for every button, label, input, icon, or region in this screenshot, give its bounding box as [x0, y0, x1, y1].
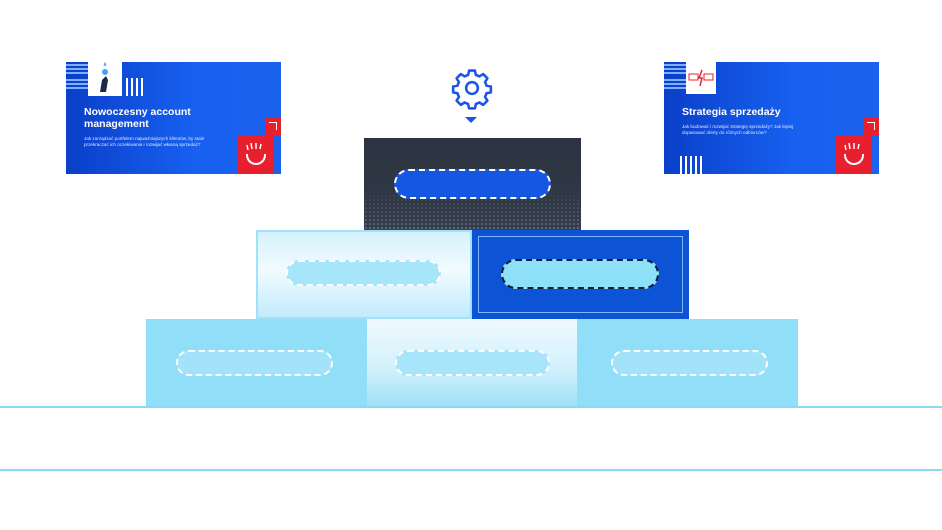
- decor-stripes: [66, 79, 88, 91]
- card-description: Jak zarządzać portfelem najważniejszych …: [84, 136, 205, 147]
- card-title: Strategia sprzedaży: [682, 106, 781, 118]
- decor-bars: [126, 78, 144, 96]
- placeholder-slot-middle-right[interactable]: [501, 259, 659, 289]
- divider-line: [0, 469, 942, 471]
- divider-line: [0, 406, 942, 408]
- brand-smile-icon: [237, 136, 274, 174]
- decor-stripes: [664, 64, 686, 76]
- hand-illustration-icon: [88, 62, 122, 96]
- placeholder-slot-bottom-center[interactable]: [395, 350, 550, 376]
- card-description: Jak budować i rozwijać strategię sprzeda…: [682, 124, 794, 135]
- course-card-account-management[interactable]: Nowoczesny account management Jak zarząd…: [66, 62, 281, 174]
- lightning-illustration-icon: [686, 62, 716, 94]
- corner-icon: [269, 122, 277, 130]
- placeholder-slot-bottom-left[interactable]: [176, 350, 333, 376]
- card-title: Nowoczesny account management: [84, 106, 191, 130]
- decor-stripes: [66, 64, 88, 76]
- decor-stripes: [664, 79, 686, 91]
- decor-bars: [680, 156, 702, 174]
- brand-smile-icon: [835, 136, 872, 174]
- decor-red-square: [863, 118, 879, 136]
- placeholder-slot-bottom-right[interactable]: [611, 350, 768, 376]
- triangle-down-icon: [465, 117, 477, 123]
- decor-red-square: [265, 118, 281, 136]
- corner-icon: [867, 122, 875, 130]
- course-card-sales-strategy[interactable]: Strategia sprzedaży Jak budować i rozwij…: [664, 62, 879, 174]
- gear-icon[interactable]: [450, 66, 494, 110]
- placeholder-slot-top[interactable]: [394, 169, 551, 199]
- placeholder-slot-middle-left[interactable]: [286, 260, 441, 286]
